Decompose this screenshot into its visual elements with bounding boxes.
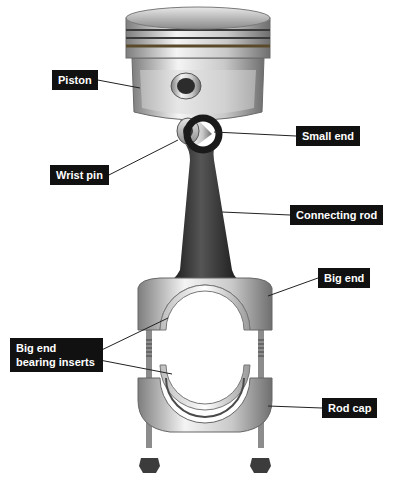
leader-line	[214, 132, 296, 136]
part-label: Piston	[52, 70, 98, 90]
part-label: Rod cap	[322, 398, 377, 418]
part-label: Big end	[318, 268, 370, 288]
part-label: Wrist pin	[50, 165, 109, 185]
leader-line	[103, 361, 172, 374]
connecting-rod-drawing	[165, 118, 245, 284]
leader-line	[222, 212, 290, 215]
part-label: Small end	[296, 126, 360, 146]
piston-drawing	[126, 7, 270, 120]
leader-line	[103, 318, 168, 349]
leader-line	[98, 80, 140, 88]
leader-line	[109, 140, 178, 175]
part-label: Big end bearing inserts	[10, 338, 103, 372]
leader-line	[268, 278, 318, 296]
leader-line	[268, 406, 322, 408]
rod-cap-drawing	[138, 378, 272, 432]
rod-nuts	[139, 458, 271, 473]
part-label: Connecting rod	[290, 205, 383, 225]
